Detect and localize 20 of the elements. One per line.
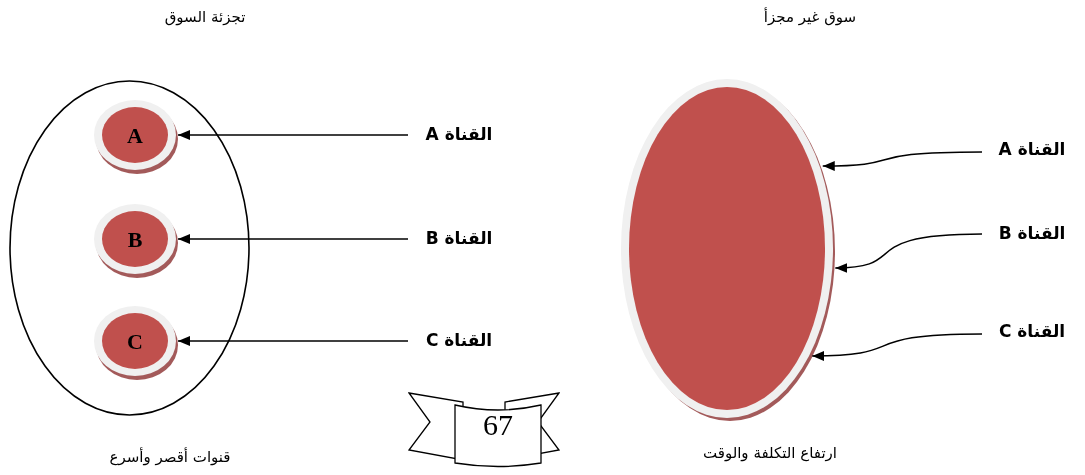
- caption-text: سوق غير مجزأ: [763, 6, 857, 28]
- arrow: [822, 151, 983, 171]
- channel-label: القناة C: [425, 329, 493, 353]
- disc-letter: B: [127, 225, 143, 254]
- arrow: [834, 233, 983, 273]
- disc-letter: C: [127, 327, 143, 356]
- channel-label: القناة C: [998, 320, 1066, 344]
- caption-text: تجزئة السوق: [164, 7, 246, 28]
- arrow: [177, 336, 409, 346]
- channel-label: القناة B: [998, 222, 1066, 246]
- channel-label: القناة A: [425, 123, 493, 147]
- arrow: [811, 333, 983, 361]
- page-number: 67: [483, 410, 513, 440]
- disc-letter: A: [127, 121, 143, 150]
- arrow: [177, 234, 409, 244]
- arrow: [177, 130, 409, 140]
- caption-text: ارتفاع التكلفة والوقت: [703, 443, 837, 464]
- caption-text: قنوات أقصر وأسرع: [109, 446, 231, 468]
- channel-label: القناة A: [998, 138, 1066, 162]
- channel-label: القناة B: [425, 227, 493, 251]
